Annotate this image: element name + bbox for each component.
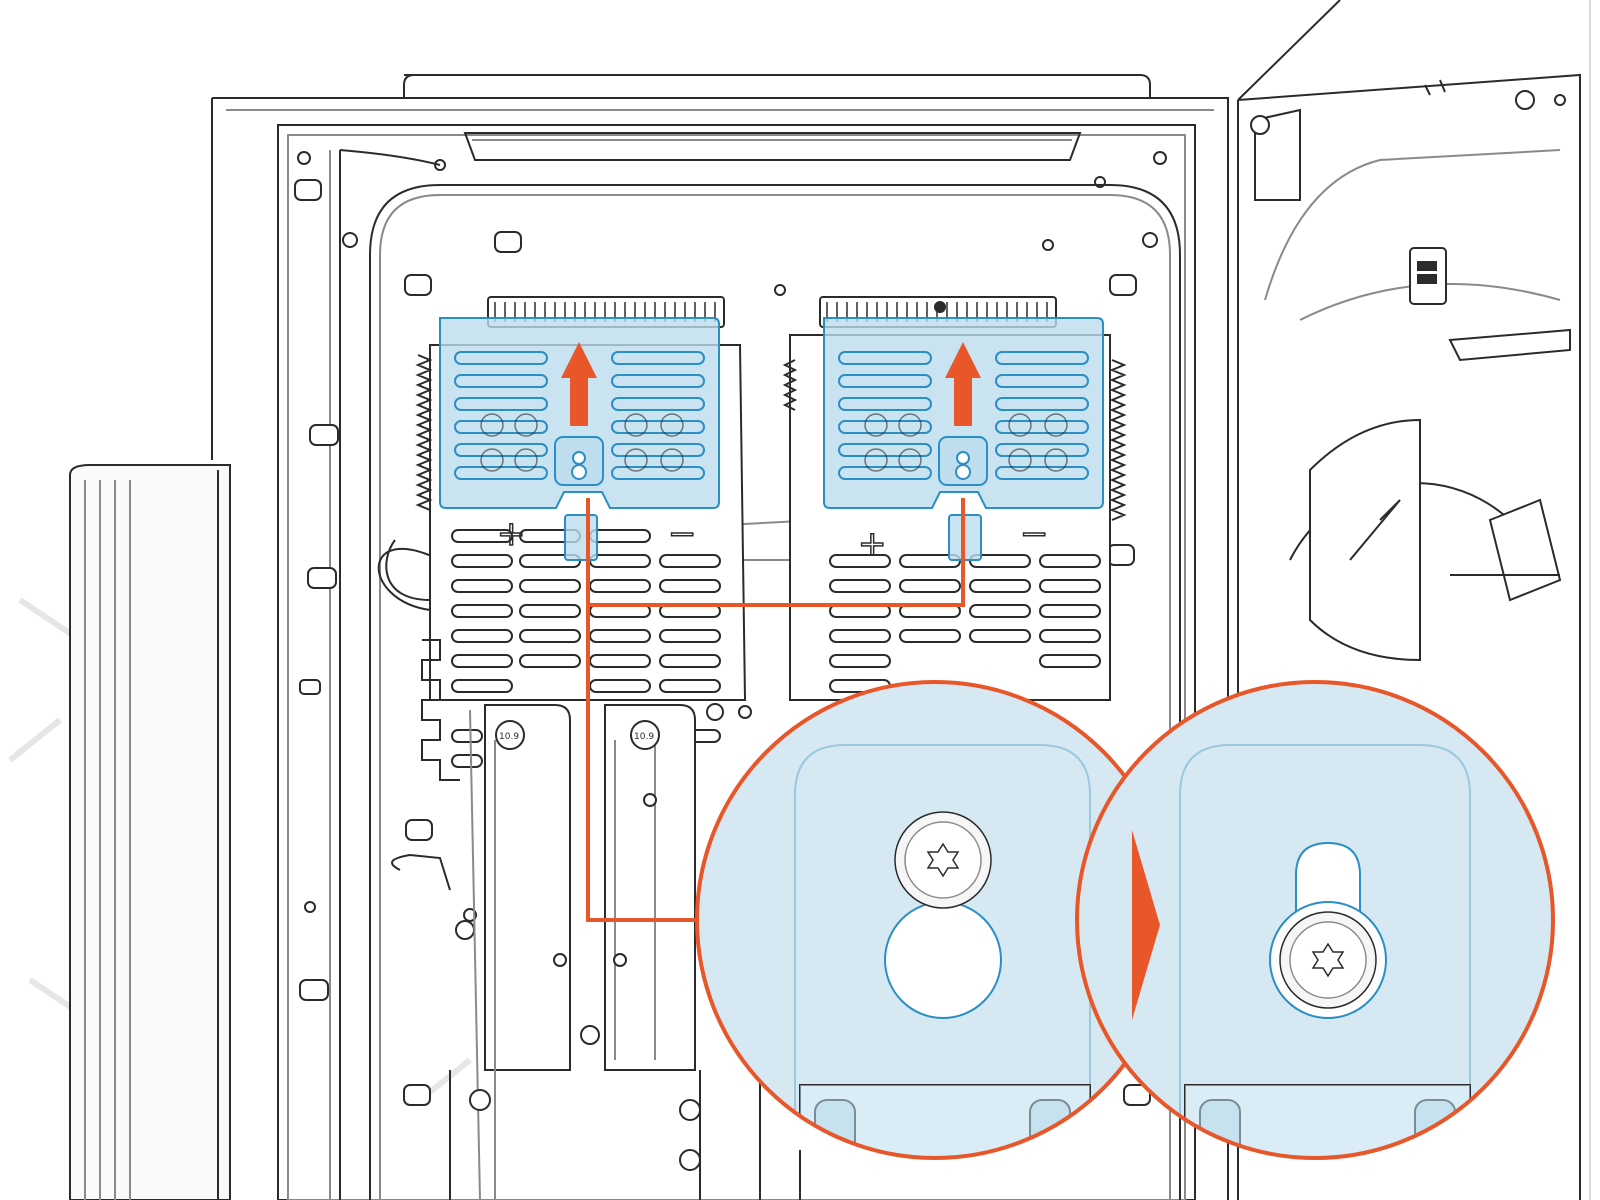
background-ghost-lines xyxy=(8,597,1262,1103)
right-bolt-marking: 10.9 xyxy=(634,732,654,742)
left-door-panel xyxy=(69,464,231,1200)
left-cable-clips xyxy=(294,149,1151,1200)
callout-leader-lines xyxy=(586,498,965,922)
right-plus-mark: + xyxy=(858,524,887,564)
left-heatsink-slots xyxy=(451,529,721,768)
left-lift-arrow xyxy=(561,342,597,426)
right-minus-mark: − xyxy=(1020,514,1049,554)
left-bolt-marking: 10.9 xyxy=(499,732,519,742)
polarity-markings: + − + − xyxy=(496,513,1049,565)
left-plus-mark: + xyxy=(497,514,526,554)
left-minus-mark: − xyxy=(668,514,697,554)
lift-arrows xyxy=(561,342,981,426)
right-lift-arrow xyxy=(945,342,981,426)
right-door-panel xyxy=(1237,0,1581,1200)
lower-brackets: 10.9 10.9 xyxy=(449,703,801,1200)
transition-arrow xyxy=(1132,830,1160,1020)
inner-mounting-plate xyxy=(342,184,1181,1200)
